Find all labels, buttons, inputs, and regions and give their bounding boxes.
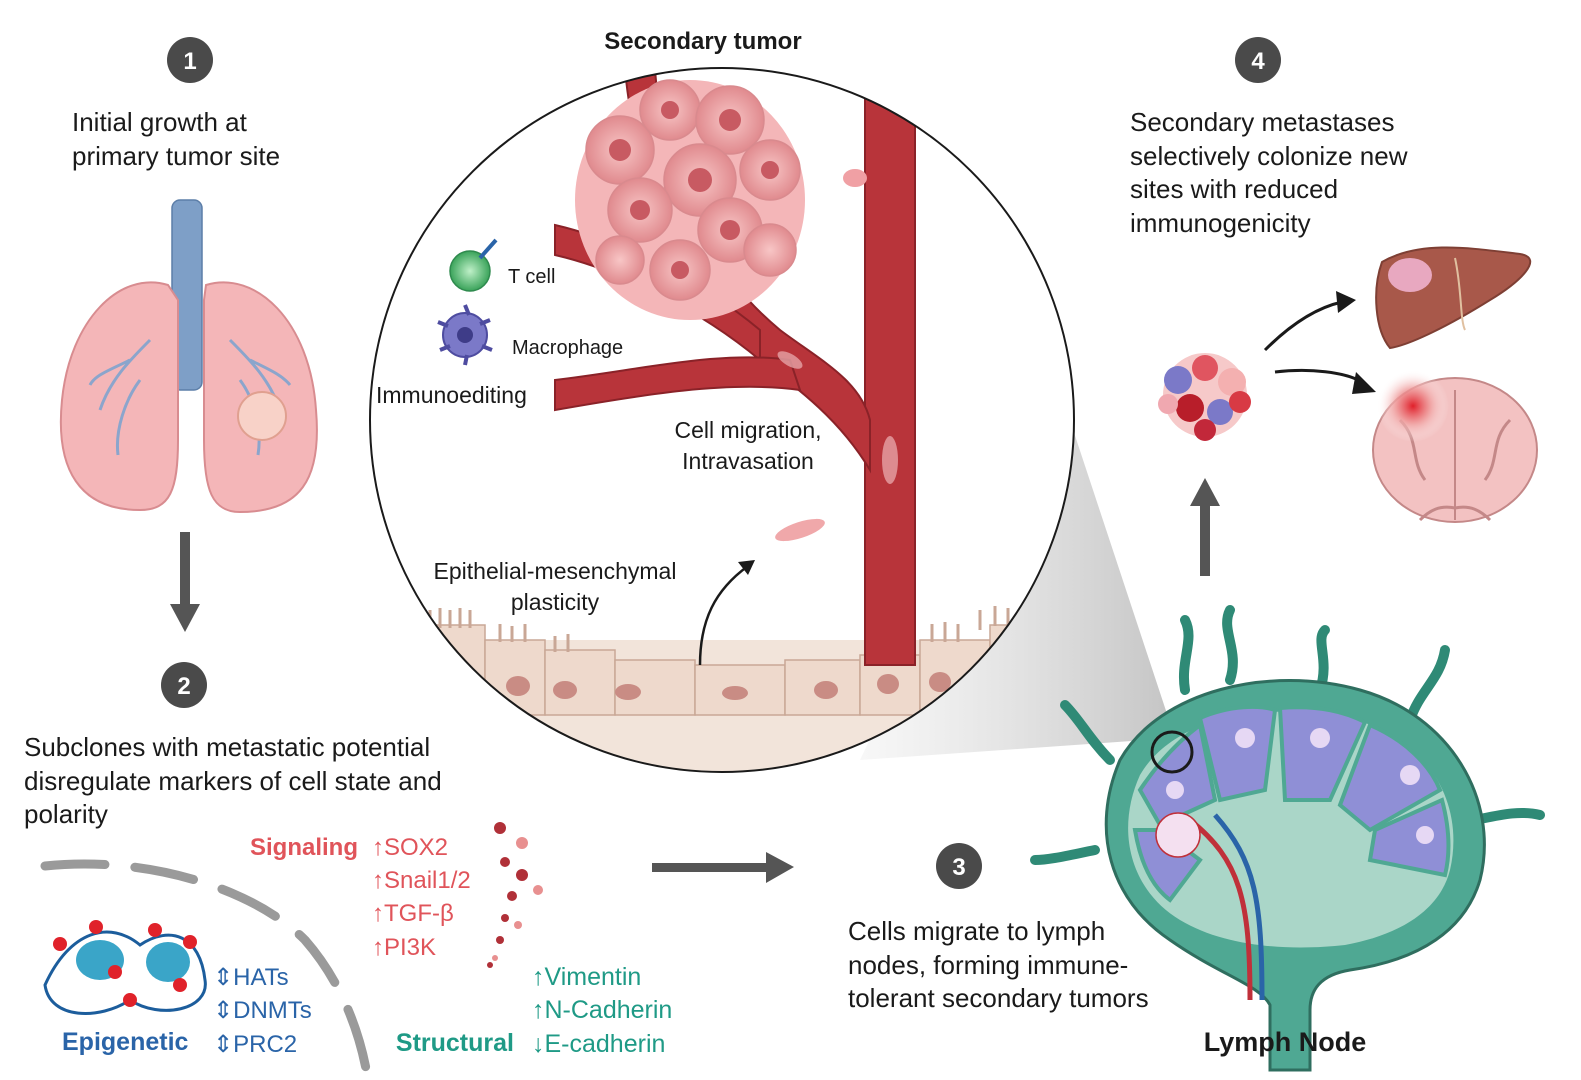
- arrow-3-to-4: [1190, 478, 1220, 576]
- liver-illustration: [1375, 246, 1532, 350]
- svg-text:Epithelial-mesenchymal: Epithelial-mesenchymal: [434, 558, 677, 584]
- signaling-molecules: [487, 822, 543, 968]
- macrophage-icon: [437, 304, 493, 366]
- epigenetic-label: Epigenetic: [62, 1028, 189, 1056]
- svg-text:Cells migrate to lymph: Cells migrate to lymph: [848, 916, 1105, 946]
- svg-text:immunogenicity: immunogenicity: [1130, 208, 1311, 238]
- signaling-list: ↑SOX2 ↑Snail1/2 ↑TGF-β ↑PI3K: [372, 834, 471, 961]
- svg-text:Secondary metastases: Secondary metastases: [1130, 107, 1394, 137]
- svg-text:↑SOX2: ↑SOX2: [372, 834, 448, 861]
- svg-text:↑TGF-β: ↑TGF-β: [372, 900, 454, 927]
- arrow-2-to-3: [652, 852, 794, 883]
- svg-text:selectively colonize new: selectively colonize new: [1130, 141, 1408, 171]
- svg-text:⇕PRC2: ⇕PRC2: [213, 1031, 297, 1058]
- step-4-text: Secondary metastases selectively coloniz…: [1130, 107, 1408, 238]
- svg-text:1: 1: [183, 48, 196, 75]
- immunoediting-label: Immunoediting: [376, 382, 527, 408]
- svg-text:Cell migration,: Cell migration,: [675, 417, 822, 443]
- svg-text:↑N-Cadherin: ↑N-Cadherin: [532, 996, 672, 1024]
- svg-text:plasticity: plasticity: [511, 589, 600, 615]
- svg-text:Intravasation: Intravasation: [682, 448, 814, 474]
- svg-text:Subclones with metastatic pote: Subclones with metastatic potential: [24, 732, 430, 762]
- svg-text:2: 2: [177, 673, 190, 700]
- structural-list: ↑Vimentin ↑N-Cadherin ↓E-cadherin: [532, 963, 672, 1058]
- step-badge-3: 3: [936, 843, 982, 889]
- brain-illustration: [1372, 370, 1538, 523]
- svg-text:nodes, forming immune-: nodes, forming immune-: [848, 950, 1128, 980]
- lymph-node-label: Lymph Node: [1204, 1027, 1367, 1057]
- step-1-text: Initial growth at primary tumor site: [72, 107, 280, 171]
- arrow-1-to-2: [170, 532, 200, 632]
- lymph-node-illustration: [1030, 605, 1545, 1072]
- step-3-text: Cells migrate to lymph nodes, forming im…: [848, 916, 1149, 1013]
- signaling-label: Signaling: [250, 834, 358, 861]
- chromatin-icon: [43, 920, 207, 1015]
- structural-label: Structural: [396, 1029, 514, 1057]
- svg-text:sites with reduced: sites with reduced: [1130, 174, 1338, 204]
- svg-text:3: 3: [952, 854, 965, 881]
- svg-text:↑Vimentin: ↑Vimentin: [532, 963, 641, 991]
- step-badge-2: 2: [161, 662, 207, 708]
- inset-title: Secondary tumor: [604, 28, 801, 55]
- macrophage-label: Macrophage: [512, 337, 623, 359]
- emt-label: Epithelial-mesenchymal plasticity: [434, 558, 677, 615]
- svg-text:⇕DNMTs: ⇕DNMTs: [213, 997, 312, 1024]
- svg-text:polarity: polarity: [24, 799, 108, 829]
- svg-text:↑PI3K: ↑PI3K: [372, 934, 436, 961]
- migrating-cell: [775, 518, 825, 542]
- svg-text:disregulate markers of cell st: disregulate markers of cell state and: [24, 766, 442, 796]
- svg-text:↑Snail1/2: ↑Snail1/2: [372, 867, 471, 894]
- svg-text:↓E-cadherin: ↓E-cadherin: [532, 1030, 665, 1058]
- tumor-mass: [575, 79, 805, 320]
- metastatic-cluster: [1158, 353, 1251, 441]
- svg-text:tolerant secondary tumors: tolerant secondary tumors: [848, 983, 1149, 1013]
- t-cell-icon: [449, 250, 491, 292]
- step-badge-1: 1: [167, 37, 213, 83]
- t-cell-label: T cell: [508, 266, 555, 288]
- svg-text:primary tumor site: primary tumor site: [72, 141, 280, 171]
- migration-label: Cell migration, Intravasation: [675, 417, 822, 474]
- step-2-text: Subclones with metastatic potential disr…: [24, 732, 442, 829]
- svg-text:4: 4: [1251, 48, 1265, 75]
- lungs-illustration: [59, 199, 318, 514]
- nuclear-envelope: [40, 859, 373, 1080]
- svg-text:Initial growth at: Initial growth at: [72, 107, 248, 137]
- svg-text:⇕HATs: ⇕HATs: [213, 964, 289, 991]
- epigenetic-list: ⇕HATs ⇕DNMTs ⇕PRC2: [213, 964, 312, 1058]
- step-badge-4: 4: [1235, 37, 1281, 83]
